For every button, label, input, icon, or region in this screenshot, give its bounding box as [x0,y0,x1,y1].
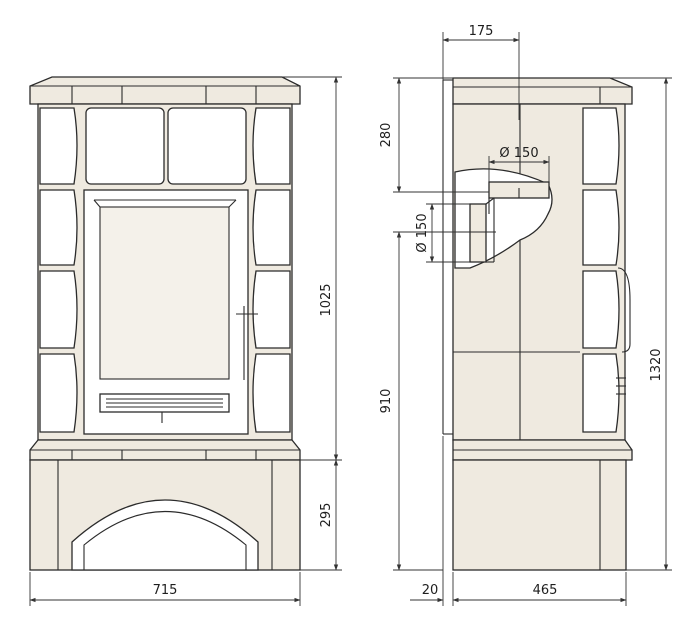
label-280: 280 [379,123,394,148]
dimension-labels: 175 280 Ø 150 Ø 150 1025 910 1320 295 71… [153,24,664,598]
front-upper-tile-left [85,107,165,185]
base-arch [71,499,259,571]
front-view [29,76,301,571]
side-tile-column [582,107,620,433]
label-295: 295 [319,503,334,528]
dimension-lines [29,32,672,606]
side-top-cap [452,77,633,105]
label-1320: 1320 [649,348,664,381]
front-right-tiles [252,107,291,433]
front-top-cap [29,76,301,105]
side-door-handle [617,267,631,353]
label-diameter-back: Ø 150 [415,213,430,252]
side-base [452,459,627,571]
label-715: 715 [153,583,178,598]
label-175: 175 [469,24,494,39]
front-left-tiles [39,107,78,433]
label-diameter-top: Ø 150 [499,146,538,161]
label-20: 20 [422,583,439,598]
label-465: 465 [533,583,558,598]
label-910: 910 [379,389,394,414]
fire-door-glass [99,206,230,380]
label-1025: 1025 [319,283,334,316]
door-handle [236,306,258,380]
pipe-back-outlet [469,203,487,263]
air-vent-slots [99,393,230,423]
front-upper-tile-right [167,107,247,185]
